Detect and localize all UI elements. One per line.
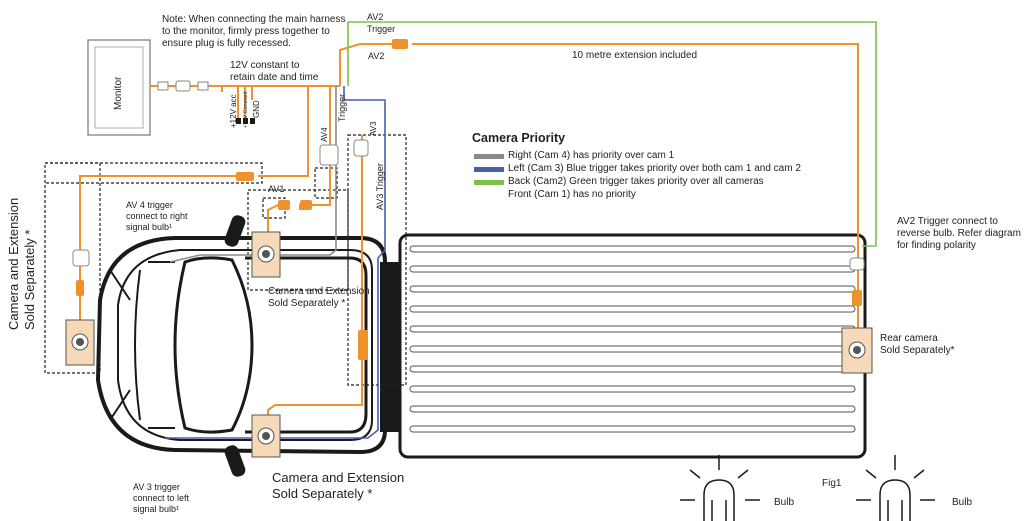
constant-12v-line-1: 12V constant to [230, 60, 300, 71]
av3-note-line-3: signal bulb¹ [133, 504, 180, 514]
harness-note-line-1: Note: When connecting the main harness [162, 14, 346, 25]
constant-label: +12V Constant [243, 91, 249, 128]
middle-camera-line-2: Sold Separately * [268, 298, 346, 309]
truck-body [380, 233, 867, 459]
harness-note: Note: When connecting the main harness t… [162, 14, 345, 50]
orange-plugs [76, 39, 862, 360]
av2-trigger-label: Trigger [367, 24, 396, 34]
blue-trigger-wire [165, 86, 386, 439]
av4-label: AV4 [320, 127, 329, 142]
constant-12v-note: 12V constant to retain date and time [230, 60, 318, 84]
fig-label: Fig1 [822, 478, 842, 489]
camera-rear [841, 327, 873, 374]
bulb-right-label: Bulb [952, 497, 973, 508]
av3-trigger-note: AV 3 trigger connect to left signal bulb… [133, 482, 189, 515]
av4-trigger-label: Trigger [337, 94, 347, 122]
priority-swatch-green [474, 179, 504, 185]
priority-swatch-grey [474, 153, 504, 159]
av3-note-line-2: connect to left [133, 493, 190, 503]
bulb-left [680, 455, 760, 521]
av2-reverse-note: AV2 Trigger connect to reverse bulb. Ref… [897, 216, 1021, 252]
acc-label: +12V acc [229, 94, 238, 128]
camera-left [65, 319, 95, 366]
bottom-camera-note: Camera and Extension Sold Separately * [272, 470, 404, 502]
av2-reverse-line-3: for finding polarity [897, 240, 976, 251]
priority-row-right: Right (Cam 4) has priority over cam 1 [474, 150, 674, 162]
av3-trigger-label: AV3 Trigger [375, 163, 385, 210]
gnd-label: GND [252, 100, 261, 118]
av4-trigger-note: AV 4 trigger connect to right signal bul… [126, 200, 188, 233]
camera-front-left [251, 414, 281, 458]
av2-bottom-label: AV2 [368, 51, 385, 61]
middle-camera-note: Camera and Extension Sold Separately * [268, 286, 370, 310]
cab-outline [95, 236, 387, 455]
bottom-camera-line-2: Sold Separately * [272, 486, 373, 501]
constant-12v-line-2: retain date and time [230, 72, 319, 83]
priority-swatch-blue [474, 166, 504, 172]
av2-reverse-line-2: reverse bulb. Refer diagram [897, 228, 1021, 239]
dashed-boxes [44, 134, 407, 386]
bulb-right [856, 455, 935, 521]
camera-front-right [251, 231, 281, 278]
green-trigger-wire [347, 21, 877, 247]
av4-note-line-2: connect to right [126, 211, 188, 221]
av4-note-line-3: signal bulb¹ [126, 222, 173, 232]
priority-row-left: Left (Cam 3) Blue trigger takes priority… [474, 163, 801, 175]
harness-note-line-3: ensure plug is fully recessed. [162, 38, 291, 49]
middle-camera-line-1: Camera and Extension [268, 286, 370, 297]
priority-text-left: Left (Cam 3) Blue trigger takes priority… [508, 163, 801, 174]
connectors [72, 80, 865, 271]
rear-camera-note: Rear camera Sold Separately* [880, 333, 955, 357]
priority-row-front: Front (Cam 1) has no priority [474, 189, 636, 201]
grey-trigger-wire [169, 86, 337, 263]
extension-note: 10 metre extension included [572, 50, 698, 61]
av4-note-line-1: AV 4 trigger [126, 200, 173, 210]
side-camera-label-1: Camera and Extension [6, 198, 21, 330]
rear-camera-line-2: Sold Separately* [880, 345, 955, 356]
priority-row-back: Back (Cam2) Green trigger takes priority… [474, 176, 764, 188]
priority-text-front: Front (Cam 1) has no priority [508, 189, 636, 200]
mirrors [224, 215, 246, 477]
av1-label: AV1 [268, 184, 285, 194]
harness-note-line-2: to the monitor, firmly press together to [162, 26, 330, 37]
av2-reverse-line-1: AV2 Trigger connect to [897, 216, 998, 227]
av2-top-label: AV2 [367, 12, 384, 22]
monitor [87, 39, 151, 136]
camera-priority-title: Camera Priority [472, 131, 566, 145]
rear-camera-line-1: Rear camera [880, 333, 938, 344]
priority-text-back: Back (Cam2) Green trigger takes priority… [508, 176, 764, 187]
side-camera-label-2: Sold Separately * [22, 230, 37, 330]
terminals [236, 118, 255, 124]
bottom-camera-line-1: Camera and Extension [272, 470, 405, 485]
av3-label: AV3 [369, 121, 378, 136]
bulb-left-label: Bulb [774, 497, 795, 508]
priority-swatch-none [474, 193, 504, 198]
priority-text-right: Right (Cam 4) has priority over cam 1 [508, 150, 675, 161]
monitor-label: Monitor [113, 76, 124, 110]
av3-note-line-1: AV 3 trigger [133, 482, 180, 492]
